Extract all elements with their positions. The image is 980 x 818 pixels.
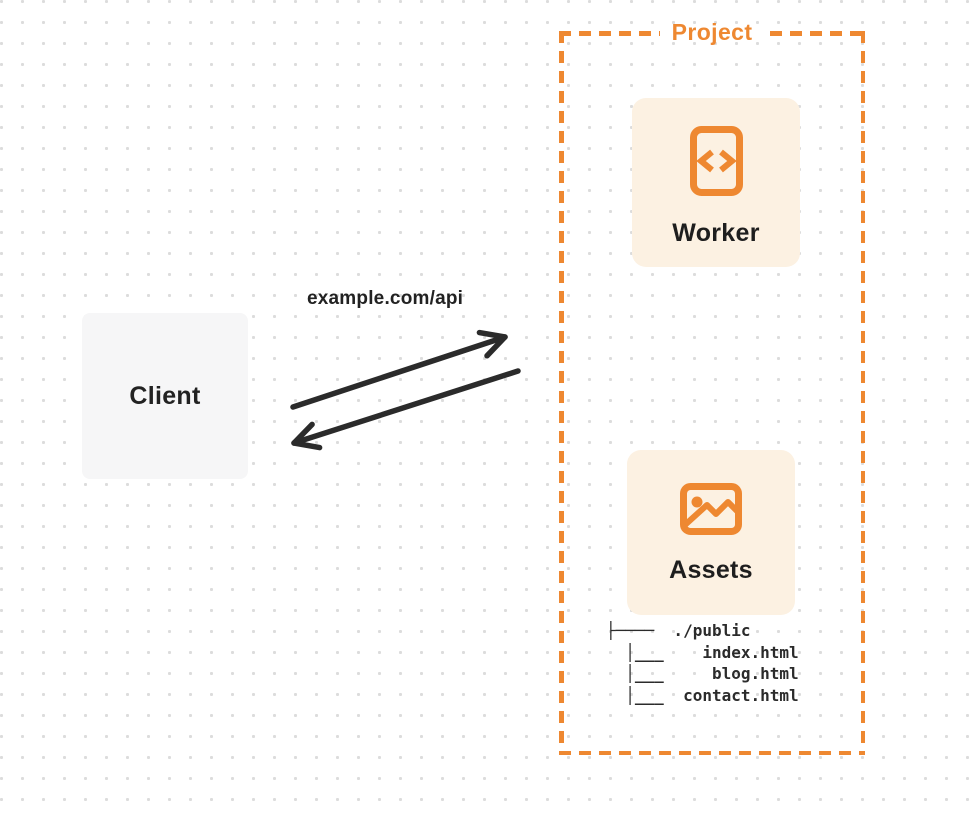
project-border-left [559,31,564,755]
project-border-right [860,31,865,755]
file-tree: ├──── ./public │___ index.html │___ blog… [606,621,799,705]
client-label: Client [129,381,201,410]
worker-node: Worker [632,98,800,267]
project-border-top-left [559,31,660,36]
client-node: Client [82,313,248,479]
image-icon [680,483,742,535]
project-border-bottom [559,750,865,755]
worker-label: Worker [672,219,760,247]
request-arrow [290,329,508,410]
request-url-label: example.com/api [307,288,464,309]
response-arrow [291,368,521,451]
assets-node: Assets [627,450,795,615]
project-border-top-right [770,31,865,36]
project-boundary: Project [559,19,865,755]
project-title: Project [671,19,753,45]
assets-label: Assets [669,556,753,584]
code-icon [689,126,743,196]
